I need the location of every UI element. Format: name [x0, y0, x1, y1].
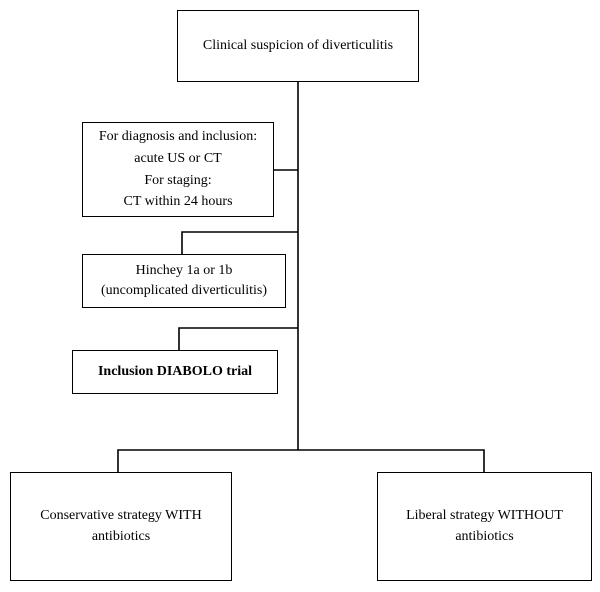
split-left — [117, 449, 298, 472]
imaging-line-3: For staging: — [144, 172, 212, 188]
liberal-strategy-text: Liberal strategy WITHOUT antibiotics — [406, 508, 563, 544]
liberal-strategy-box: Liberal strategy WITHOUT antibiotics — [377, 472, 592, 581]
hinchey-classification-box: Hinchey 1a or 1b (uncomplicated divertic… — [82, 254, 286, 308]
hinchey-line-2: (uncomplicated diverticulitis) — [100, 283, 267, 298]
hinchey-line-1: Hinchey 1a or 1b — [135, 262, 233, 278]
imaging-line-2: acute US or CT — [134, 150, 222, 166]
inclusion-trial-text: Inclusion DIABOLO trial — [97, 363, 253, 379]
conservative-strategy-box: Conservative strategy WITH antibiotics — [10, 472, 232, 581]
imaging-line-1: For diagnosis and inclusion: — [98, 129, 258, 145]
imaging-criteria-box: For diagnosis and inclusion: acute US or… — [82, 122, 274, 217]
split-right — [298, 449, 485, 472]
branch-to-hinchey — [181, 231, 298, 254]
branch-to-inclusion — [178, 327, 298, 350]
inclusion-trial-box: Inclusion DIABOLO trial — [72, 350, 278, 394]
conservative-strategy-text: Conservative strategy WITH antibiotics — [40, 508, 202, 544]
clinical-suspicion-text: Clinical suspicion of diverticulitis — [202, 37, 394, 53]
clinical-suspicion-box: Clinical suspicion of diverticulitis — [177, 10, 419, 82]
imaging-line-4: CT within 24 hours — [123, 194, 233, 210]
